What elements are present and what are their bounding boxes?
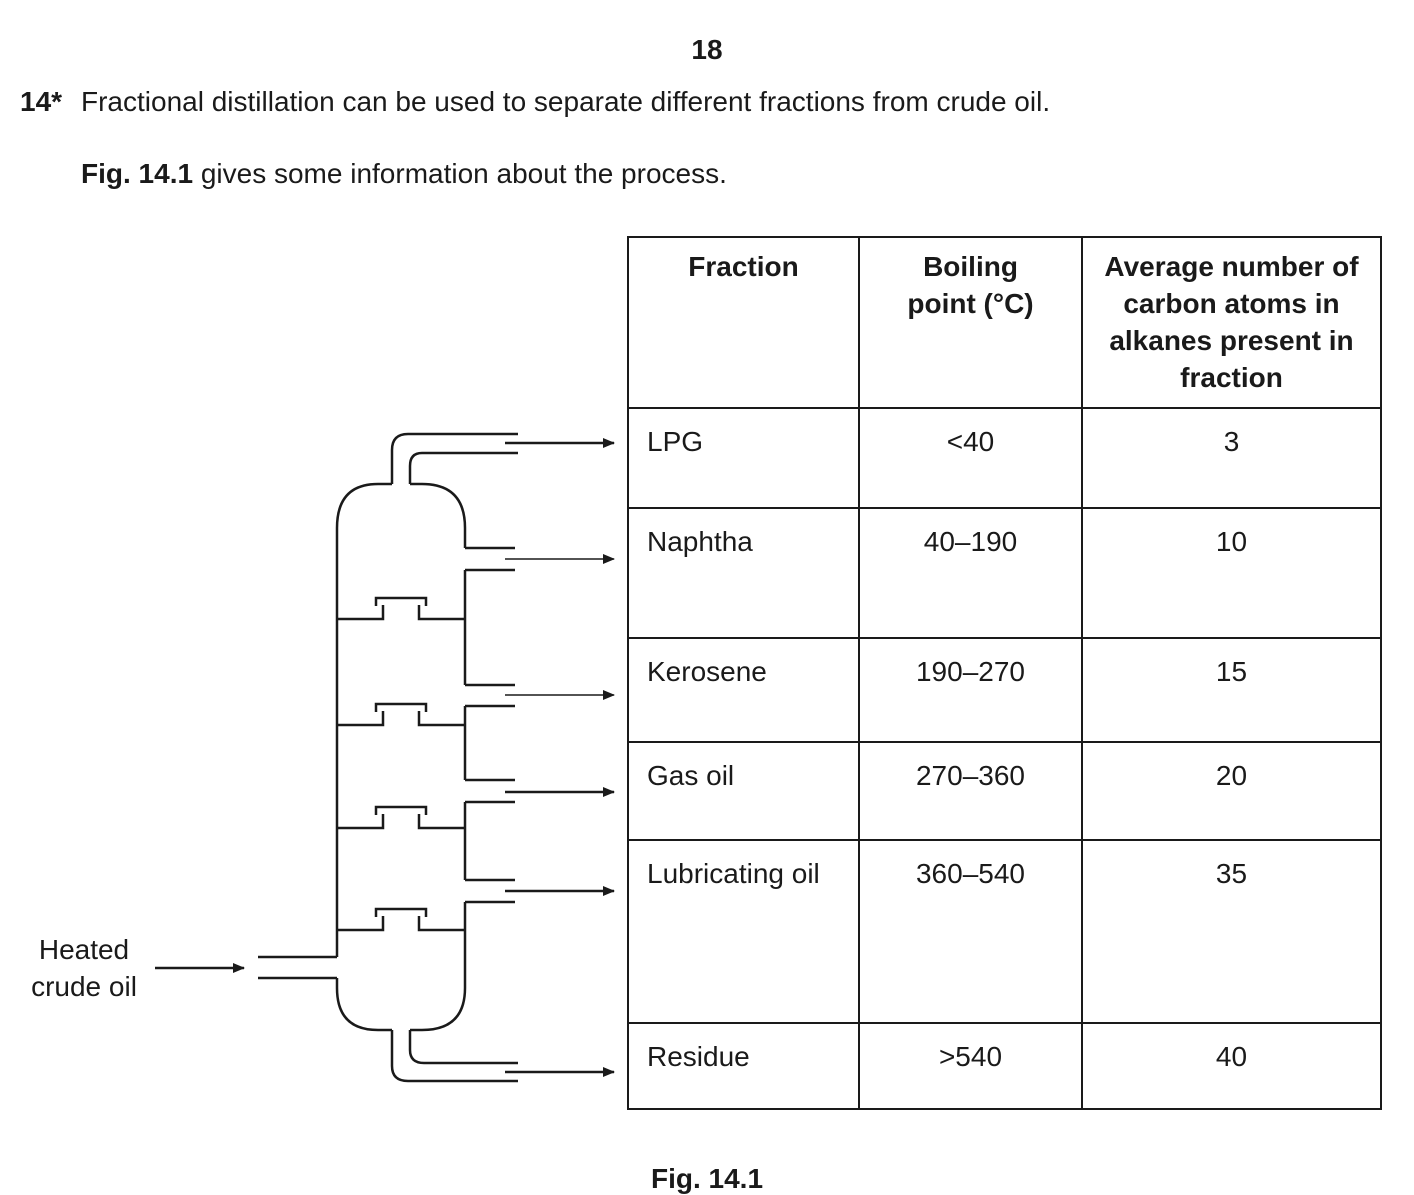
crude-oil-label-line: crude oil (31, 971, 137, 1002)
cell-carbon-atoms: 3 (1081, 407, 1382, 509)
cell-fraction: Kerosene (627, 637, 860, 743)
cell-boiling-point: >540 (858, 1022, 1083, 1110)
top-outlet-pipe (408, 451, 518, 484)
header-carbon-atoms: Average number of carbon atoms in alkane… (1081, 236, 1382, 409)
tray (337, 907, 465, 932)
cell-fraction: Lubricating oil (627, 839, 860, 1024)
table-row: LPG <40 3 (627, 407, 1382, 509)
cell-fraction: Naphtha (627, 507, 860, 639)
cell-carbon-atoms: 35 (1081, 839, 1382, 1024)
tray (337, 805, 465, 830)
cell-fraction: LPG (627, 407, 860, 509)
cell-carbon-atoms: 40 (1081, 1022, 1382, 1110)
table-row: Kerosene 190–270 15 (627, 637, 1382, 743)
cell-carbon-atoms: 15 (1081, 637, 1382, 743)
column-body (410, 902, 467, 1032)
column-body (335, 978, 392, 1032)
cell-boiling-point: 270–360 (858, 741, 1083, 841)
question-text: 14* Fractional distillation can be used t… (20, 86, 1050, 118)
cell-boiling-point: 40–190 (858, 507, 1083, 639)
column-body (410, 482, 467, 548)
figure-intro-text: gives some information about the process… (193, 158, 727, 189)
bottom-outlet-pipe (390, 1030, 518, 1083)
header-boiling-point: Boiling point (°C) (858, 236, 1083, 409)
cell-boiling-point: 190–270 (858, 637, 1083, 743)
question-number: 14* (20, 86, 63, 117)
column-body (335, 482, 392, 957)
figure-intro: Fig. 14.1 gives some information about t… (81, 158, 727, 190)
figure-reference: Fig. 14.1 (81, 158, 194, 189)
top-outlet-pipe (390, 432, 518, 484)
heated-crude-oil-label: Heated crude oil (14, 931, 154, 1005)
cell-carbon-atoms: 20 (1081, 741, 1382, 841)
tray (337, 596, 465, 621)
table-row: Gas oil 270–360 20 (627, 741, 1382, 841)
heated-label-line: Heated (38, 934, 130, 965)
bottom-outlet-pipe (408, 1030, 518, 1065)
cell-boiling-point: <40 (858, 407, 1083, 509)
cell-boiling-point: 360–540 (858, 839, 1083, 1024)
tray (337, 702, 465, 727)
fractions-table: Fraction Boiling point (°C) Average numb… (627, 236, 1382, 1110)
cell-fraction: Residue (627, 1022, 860, 1110)
table-row: Naphtha 40–190 10 (627, 507, 1382, 639)
page-number: 18 (691, 34, 723, 65)
figure-caption: Fig. 14.1 (650, 1163, 764, 1194)
cell-carbon-atoms: 10 (1081, 507, 1382, 639)
table-row: Residue >540 40 (627, 1022, 1382, 1110)
header-fraction: Fraction (627, 236, 860, 409)
cell-fraction: Gas oil (627, 741, 860, 841)
table-row: Lubricating oil 360–540 35 (627, 839, 1382, 1024)
question-body: Fractional distillation can be used to s… (81, 86, 1051, 117)
